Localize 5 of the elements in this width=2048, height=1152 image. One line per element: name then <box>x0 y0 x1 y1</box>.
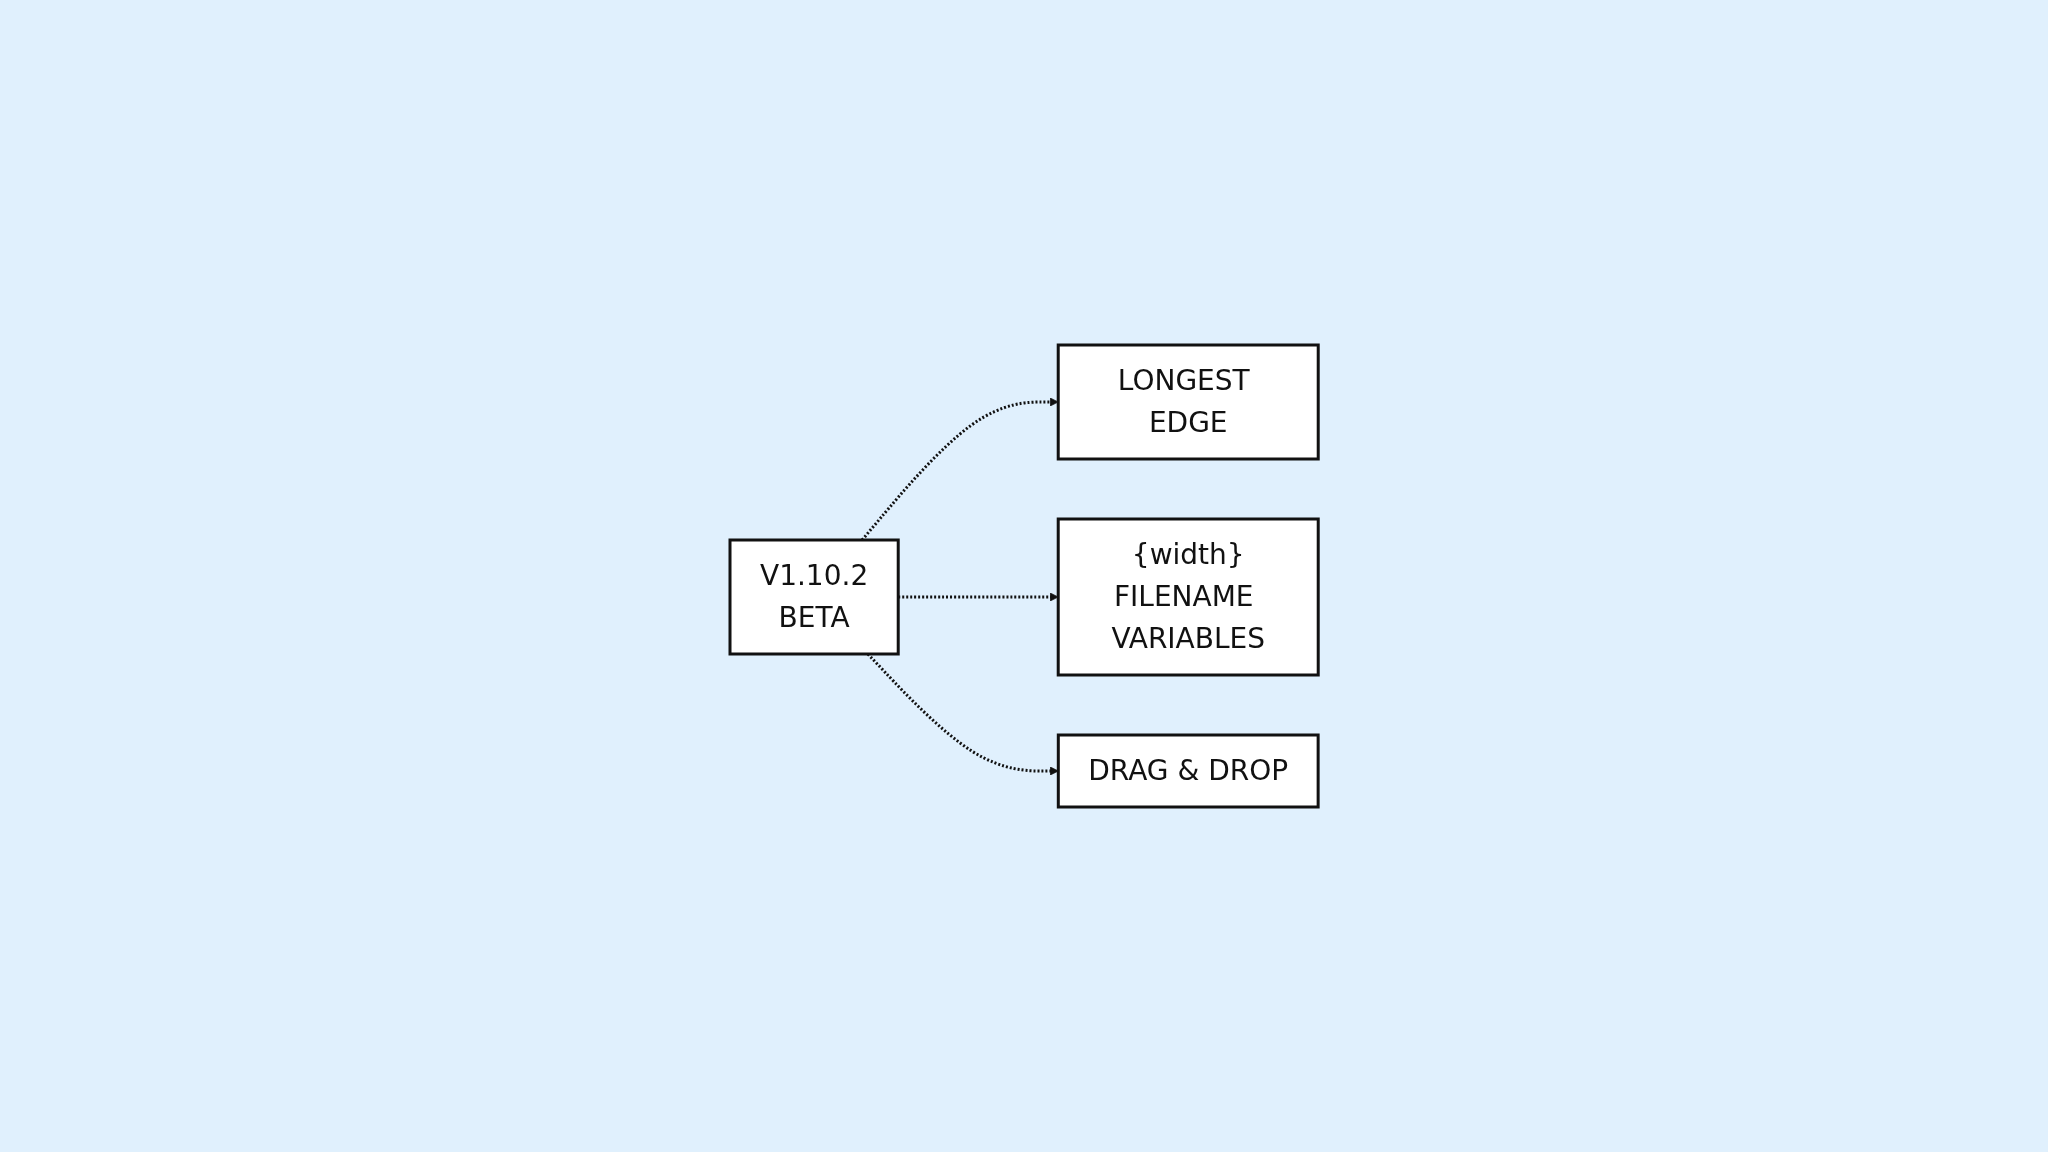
node-box: V1.10.2 BETA <box>728 538 900 656</box>
node-box: DRAG & DROP <box>1056 733 1320 809</box>
arrow <box>860 397 1059 541</box>
node-box: {width} FILENAME VARIABLES <box>1056 517 1320 677</box>
node-box: LONGEST EDGE <box>1056 343 1320 461</box>
